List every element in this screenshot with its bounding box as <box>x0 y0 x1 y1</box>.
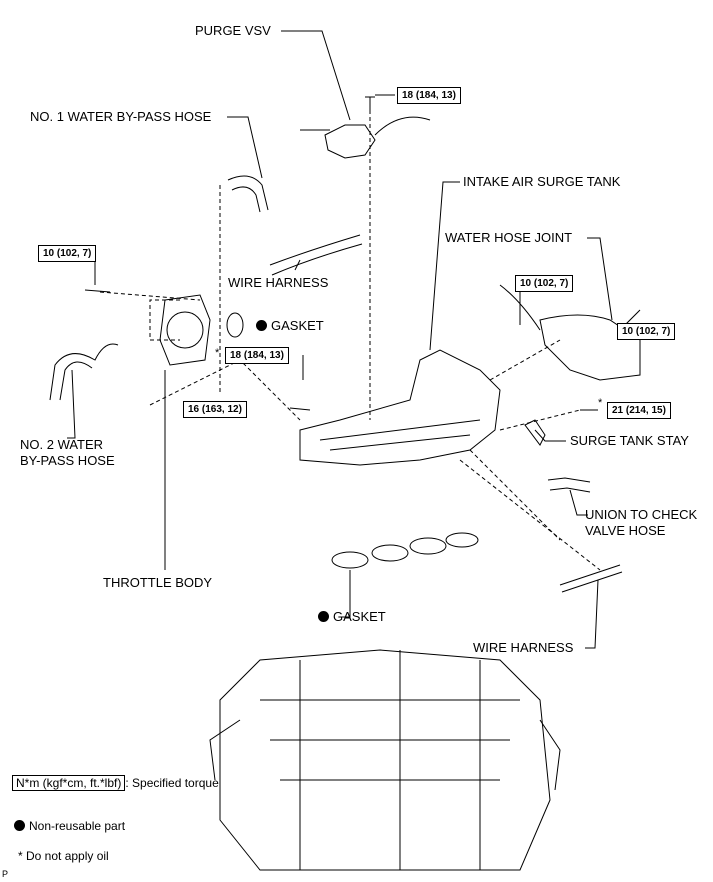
torque-purge-vsv-bolt: 18 (184, 13) <box>397 87 461 104</box>
surge-tank-stay-label: SURGE TANK STAY <box>570 433 689 448</box>
surge-tank-part <box>299 349 501 466</box>
legend-non-reusable: Non-reusable part <box>14 818 125 834</box>
no2-water-bypass-hose-label-1: NO. 2 WATER <box>20 437 104 452</box>
leader-union <box>569 489 588 516</box>
throttle-gasket-part <box>226 312 244 338</box>
leader-gasket-manifold <box>340 570 351 618</box>
non-reusable-dot-icon <box>256 320 267 331</box>
non-reusable-dot-icon <box>318 611 329 622</box>
legend-torque: N*m (kgf*cm, ft.*lbf): Specified torque <box>12 775 219 791</box>
torque-joint-bolt-left: 10 (102, 7) <box>515 275 574 292</box>
wire-harness-top-label: WIRE HARNESS <box>228 275 329 290</box>
leader-wire-harness-bottom <box>585 579 599 649</box>
gasket-throttle-text: GASKET <box>271 318 324 333</box>
purge-vsv-label: PURGE VSV <box>195 23 271 38</box>
manifold-gasket-part <box>331 532 479 569</box>
torque-stud-bolt: 18 (184, 13) <box>225 347 289 364</box>
legend-torque-desc: : Specified torque <box>125 776 219 790</box>
gasket-throttle-label: GASKET <box>256 318 324 334</box>
leader-tq-throttle <box>70 259 96 285</box>
torque-joint-bolt-right: 10 (102, 7) <box>617 323 676 340</box>
footer-code: P <box>2 869 9 879</box>
no2-hose-part <box>49 343 119 401</box>
leader-no2-hose <box>67 369 76 439</box>
leader-surge-tank <box>429 181 460 351</box>
throttle-body-part <box>159 294 211 366</box>
gasket-manifold-text: GASKET <box>333 609 386 624</box>
wire-harness-bottom-part <box>559 564 623 593</box>
gasket-manifold-label: GASKET <box>318 609 386 625</box>
wire-harness-bottom-label: WIRE HARNESS <box>473 640 574 655</box>
no1-water-bypass-hose-label: NO. 1 WATER BY-PASS HOSE <box>30 109 212 124</box>
legend-no-oil: * Do not apply oil <box>18 849 109 863</box>
union-hose-part <box>547 477 591 493</box>
leader-tq-nut <box>289 407 311 411</box>
torque-nut: 16 (163, 12) <box>183 401 247 418</box>
intake-air-surge-tank-label: INTAKE AIR SURGE TANK <box>463 174 621 189</box>
leader-no1-hose <box>227 116 263 179</box>
water-hose-joint-part <box>539 314 641 381</box>
throttle-body-label: THROTTLE BODY <box>103 575 213 590</box>
no1-hose-part <box>227 175 269 213</box>
torque-throttle-bolt: 10 (102, 7) <box>38 245 97 262</box>
no-oil-asterisk-1: * <box>215 347 220 359</box>
leader-surge-stay <box>534 429 566 442</box>
non-reusable-dot-icon <box>14 820 25 831</box>
engine-block-part <box>209 649 561 871</box>
purge-vsv-part <box>324 124 376 159</box>
legend-torque-unit: N*m (kgf*cm, ft.*lbf) <box>12 775 126 791</box>
surge-tank-stay-part <box>524 419 546 446</box>
no2-water-bypass-hose-label-2: BY-PASS HOSE <box>20 453 115 468</box>
water-hose-joint-label: WATER HOSE JOINT <box>445 230 573 245</box>
legend-non-reusable-text: Non-reusable part <box>29 819 126 833</box>
torque-stay-bolt: 21 (214, 15) <box>607 402 671 419</box>
union-hose-label-2: VALVE HOSE <box>585 523 666 538</box>
leader-water-joint <box>587 237 613 321</box>
union-hose-label-1: UNION TO CHECK <box>585 507 698 522</box>
wire-harness-top-part <box>269 234 363 276</box>
leader-purge-vsv <box>281 30 351 121</box>
no-oil-asterisk-2: * <box>598 397 603 409</box>
